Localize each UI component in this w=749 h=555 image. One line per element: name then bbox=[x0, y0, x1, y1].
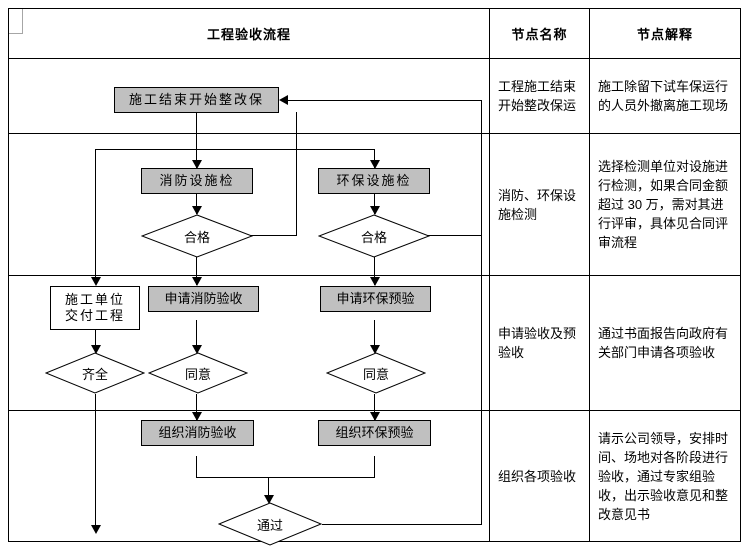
row1-node-name: 工程施工结束开始整改保运 bbox=[490, 59, 589, 133]
node-start[interactable]: 施工结束开始整改保 bbox=[114, 87, 279, 113]
node-fire-pass[interactable]: 合格 bbox=[141, 214, 253, 258]
row4-node-name: 组织各项验收 bbox=[490, 411, 589, 541]
connector-fire-pass-up bbox=[296, 112, 297, 236]
row4-node-name-text: 组织各项验收 bbox=[498, 468, 577, 484]
node-complete[interactable]: 齐全 bbox=[45, 352, 145, 394]
connector-fire-pass-right bbox=[246, 235, 297, 236]
node-passed[interactable]: 通过 bbox=[218, 502, 322, 546]
connector-complete-down bbox=[95, 394, 96, 532]
header-node-name: 节点名称 bbox=[490, 9, 589, 58]
connector-env-pass-to-trunk bbox=[418, 235, 482, 236]
node-env-check[interactable]: 环保设施检 bbox=[318, 168, 430, 194]
arrowhead-into-fire-pass bbox=[192, 206, 202, 215]
node-org-env-label: 组织环保预验 bbox=[335, 425, 414, 440]
canvas-corner-marker-vertical bbox=[22, 8, 23, 34]
row4-node-desc-text: 请示公司领导，安排时间、场地对各阶段进行验收，通过专家组验收，出示验收意见和整改… bbox=[598, 430, 729, 522]
connector-fire-pass-to-apply bbox=[196, 256, 197, 285]
connector-feedback-to-start bbox=[288, 100, 482, 101]
table-column-divider-2 bbox=[589, 8, 590, 542]
connector-fire-check-to-pass bbox=[196, 194, 197, 214]
connector-env-pass-to-apply bbox=[374, 256, 375, 285]
connector-agree-env-to-org bbox=[374, 394, 375, 420]
connector-apply-fire-to-agree bbox=[196, 320, 197, 352]
connector-merge-to-passed bbox=[268, 477, 269, 502]
header-flow-label: 工程验收流程 bbox=[206, 27, 291, 42]
table-border-left bbox=[8, 8, 9, 542]
table-border-top bbox=[8, 8, 741, 9]
connector-split-to-fire-check bbox=[196, 149, 197, 168]
connector-apply-env-to-agree bbox=[374, 320, 375, 352]
header-node-desc-label: 节点解释 bbox=[636, 27, 693, 42]
canvas-corner-marker-horizontal bbox=[8, 33, 23, 34]
node-env-pass[interactable]: 合格 bbox=[318, 214, 430, 258]
table-border-header bbox=[8, 58, 741, 59]
row2-node-name: 消防、环保设施检测 bbox=[490, 134, 589, 275]
arrowhead-into-agree-env bbox=[370, 345, 380, 354]
row3-node-name: 申请验收及预验收 bbox=[490, 276, 589, 410]
connector-split-bar bbox=[95, 149, 374, 150]
arrowhead-into-passed bbox=[264, 495, 274, 504]
arrowhead-into-handover bbox=[91, 277, 101, 286]
connector-org-env-down bbox=[374, 456, 375, 478]
node-apply-env-label: 申请环保预验 bbox=[336, 291, 415, 306]
arrowhead-into-agree-fire bbox=[192, 345, 202, 354]
row3-node-name-text: 申请验收及预验收 bbox=[498, 326, 577, 360]
node-apply-fire[interactable]: 申请消防验收 bbox=[148, 286, 259, 312]
table-border-row1 bbox=[8, 133, 741, 134]
arrowhead-complete-bottom bbox=[91, 525, 101, 534]
header-node-name-label: 节点名称 bbox=[511, 27, 568, 42]
connector-split-to-env-check bbox=[374, 149, 375, 168]
arrowhead-into-env-check bbox=[370, 160, 380, 169]
node-agree-env[interactable]: 同意 bbox=[326, 352, 426, 394]
node-org-fire[interactable]: 组织消防验收 bbox=[141, 420, 254, 446]
arrowhead-into-apply-fire bbox=[192, 277, 202, 286]
row1-node-name-text: 工程施工结束开始整改保运 bbox=[498, 79, 577, 113]
connector-handover-to-complete bbox=[95, 330, 96, 352]
row1-node-desc-text: 施工除留下试车保运行的人员外撤离施工现场 bbox=[598, 79, 729, 113]
row3-node-desc: 通过书面报告向政府有关部门申请各项验收 bbox=[590, 276, 740, 410]
row1-node-desc: 施工除留下试车保运行的人员外撤离施工现场 bbox=[590, 59, 740, 133]
arrowhead-into-complete bbox=[91, 345, 101, 354]
node-handover-label: 施工单位交付工程 bbox=[64, 292, 125, 323]
connector-split-left-down bbox=[95, 149, 96, 284]
table-column-divider-1 bbox=[489, 8, 490, 542]
arrowhead-into-org-env bbox=[370, 412, 380, 421]
connector-passed-to-trunk bbox=[322, 524, 482, 525]
row2-node-desc: 选择检测单位对设施进行检测，如果合同金额超过 30 万，需对其进行评审，具体见合… bbox=[590, 134, 740, 275]
node-fire-check[interactable]: 消防设施检 bbox=[141, 168, 253, 194]
connector-agree-fire-to-org bbox=[196, 394, 197, 420]
node-start-label: 施工结束开始整改保 bbox=[128, 92, 264, 107]
table-border-bottom bbox=[8, 541, 741, 542]
connector-start-down bbox=[196, 112, 197, 150]
node-org-fire-label: 组织消防验收 bbox=[158, 425, 237, 440]
node-apply-env[interactable]: 申请环保预验 bbox=[320, 286, 431, 312]
row4-node-desc: 请示公司领导，安排时间、场地对各阶段进行验收，通过专家组验收，出示验收意见和整改… bbox=[590, 411, 740, 541]
row2-node-desc-text: 选择检测单位对设施进行检测，如果合同金额超过 30 万，需对其进行评审，具体见合… bbox=[598, 159, 729, 250]
arrowhead-into-start bbox=[279, 95, 288, 105]
header-node-desc: 节点解释 bbox=[590, 9, 740, 58]
row3-node-desc-text: 通过书面报告向政府有关部门申请各项验收 bbox=[598, 326, 729, 360]
arrowhead-into-fire-check bbox=[192, 160, 202, 169]
connector-org-fire-down bbox=[196, 456, 197, 478]
node-env-check-label: 环保设施检 bbox=[336, 173, 412, 188]
connector-org-merge-bar bbox=[196, 477, 375, 478]
arrowhead-into-org-fire bbox=[192, 412, 202, 421]
table-border-right bbox=[740, 8, 741, 542]
row2-node-name-text: 消防、环保设施检测 bbox=[498, 187, 577, 222]
node-apply-fire-label: 申请消防验收 bbox=[164, 291, 243, 306]
node-fire-check-label: 消防设施检 bbox=[159, 173, 235, 188]
connector-env-check-to-pass bbox=[374, 194, 375, 214]
arrowhead-into-env-pass bbox=[370, 206, 380, 215]
arrowhead-into-apply-env bbox=[370, 277, 380, 286]
connector-feedback-trunk bbox=[481, 100, 482, 524]
node-org-env[interactable]: 组织环保预验 bbox=[318, 420, 431, 446]
node-agree-fire[interactable]: 同意 bbox=[148, 352, 248, 394]
node-handover[interactable]: 施工单位交付工程 bbox=[50, 286, 140, 330]
header-flow: 工程验收流程 bbox=[9, 9, 489, 58]
